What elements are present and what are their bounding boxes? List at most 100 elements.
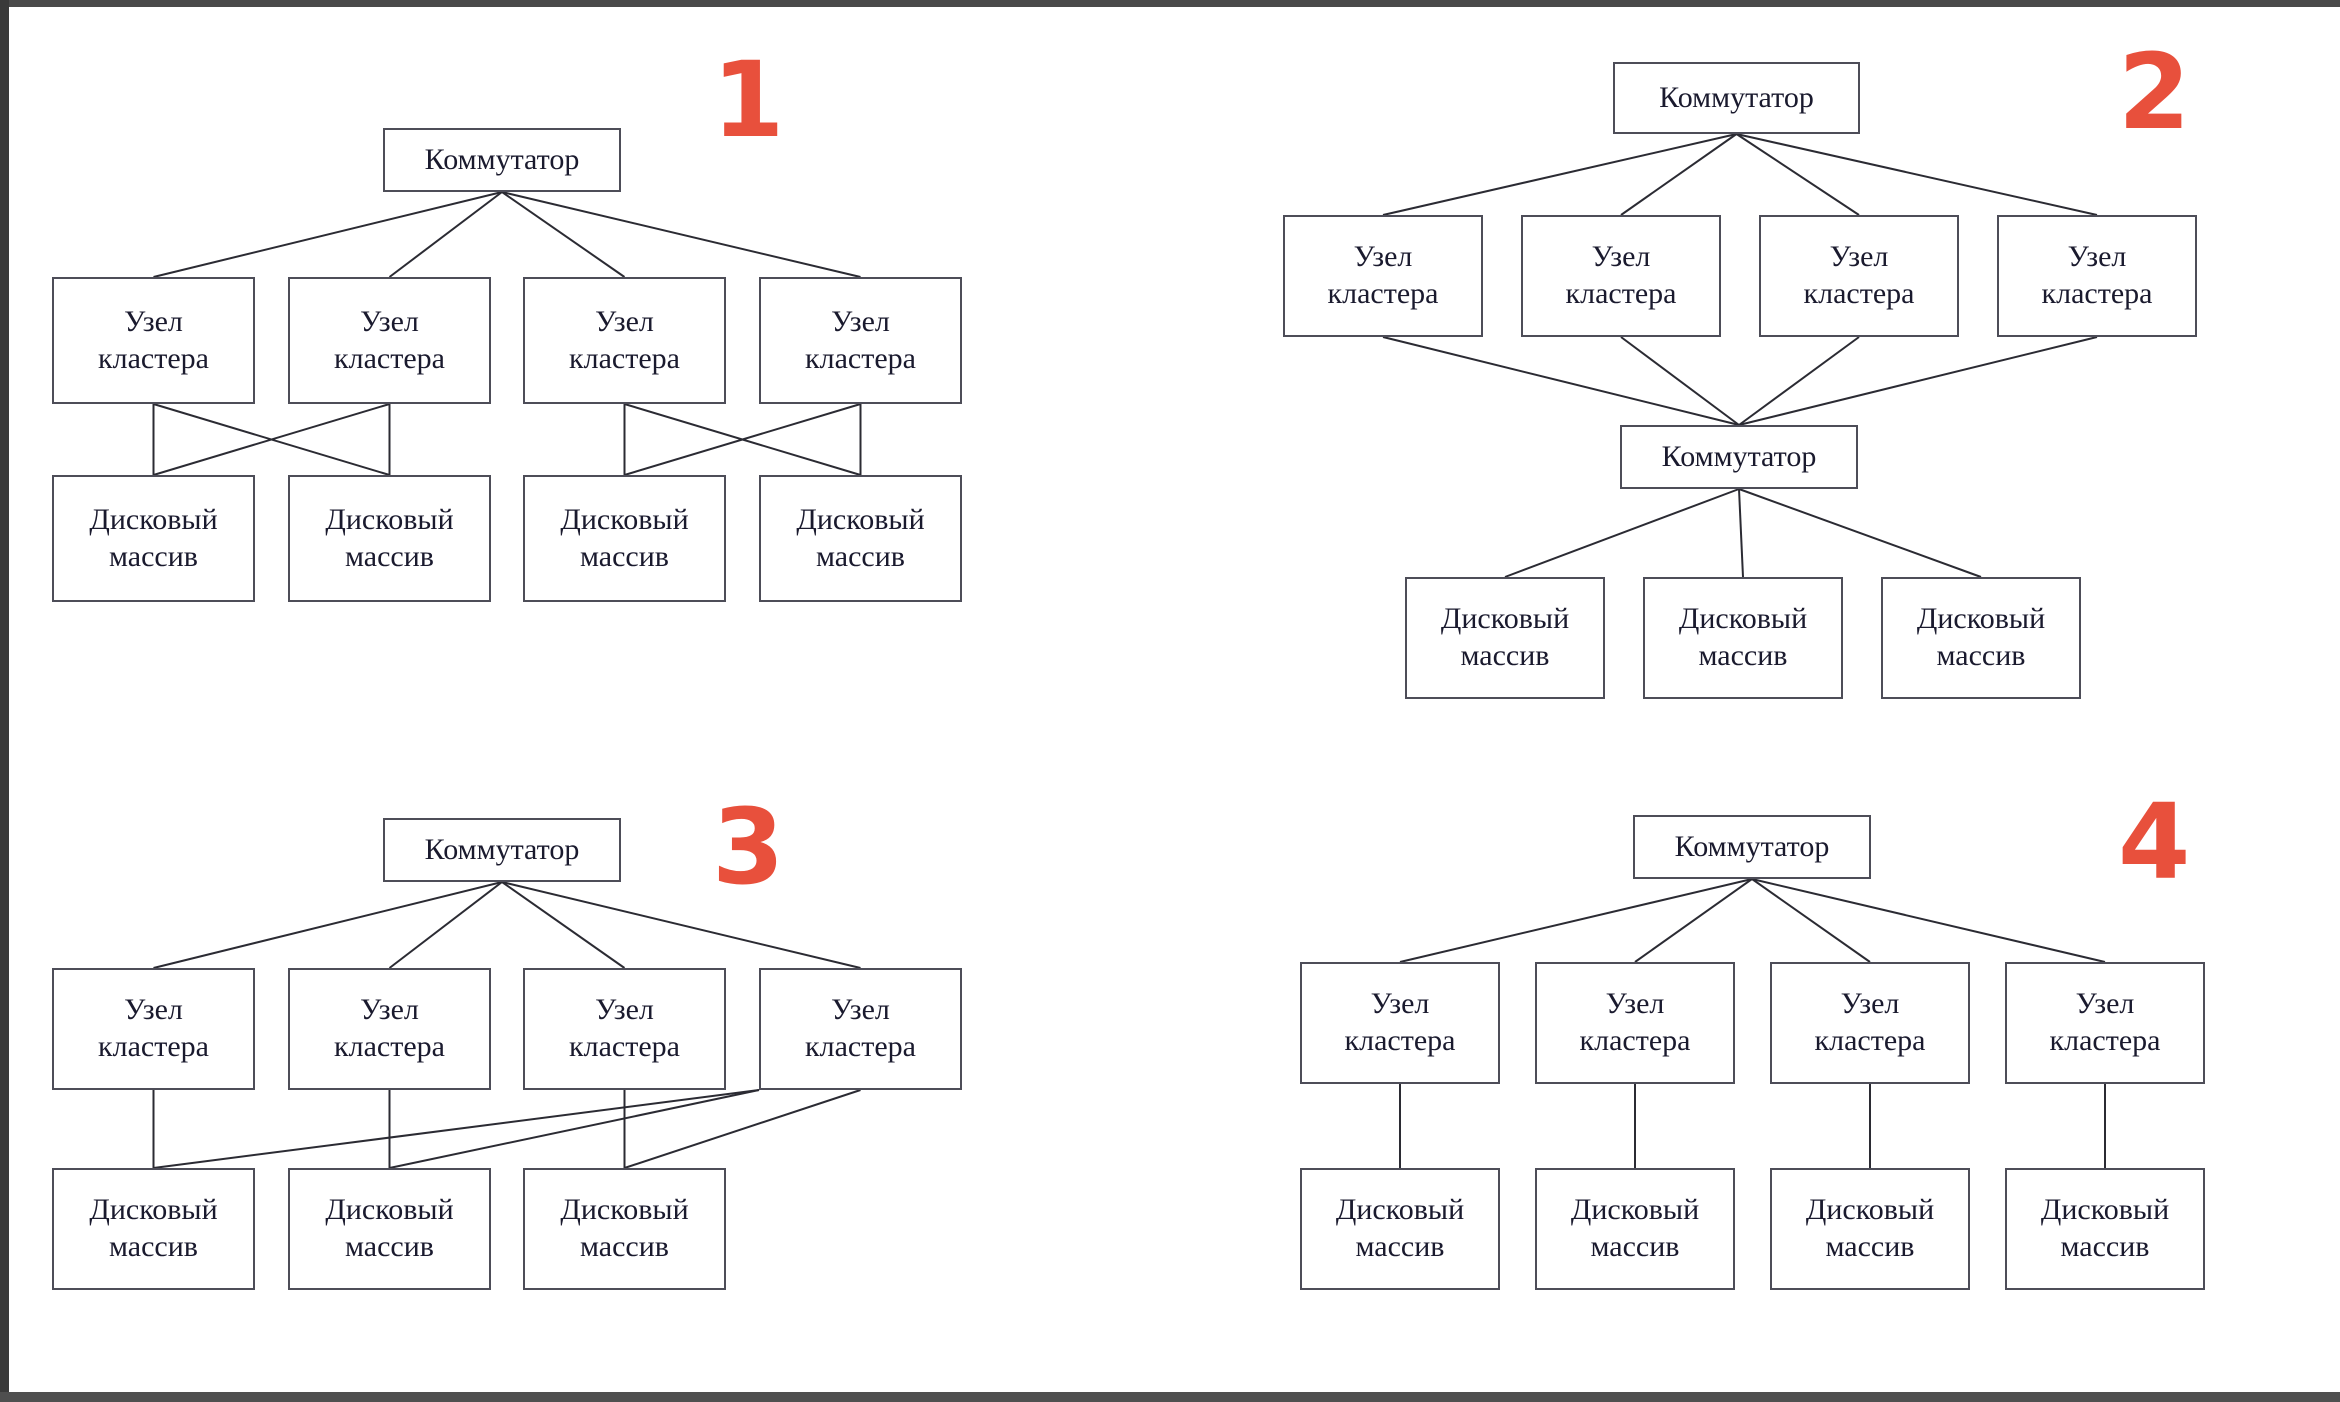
disk-array-box-label: массив	[1590, 1230, 1680, 1263]
disk-array-box-label: Дисковый	[1570, 1193, 1700, 1227]
cluster-node-box-label: кластера	[805, 341, 916, 375]
cluster-node-box-label: Узел	[1840, 987, 1900, 1021]
connector-line	[624, 1089, 861, 1169]
connector-line	[388, 881, 503, 969]
connector-line	[1382, 336, 1740, 426]
disk-array-box-label: массив	[1460, 639, 1550, 672]
connector-line	[1735, 133, 1860, 216]
page-edge-bottom	[0, 1392, 2340, 1402]
connector-line	[1738, 336, 2098, 426]
disk-array-box-label: Дисковый	[1440, 602, 1570, 636]
connector-line	[1382, 133, 1737, 216]
cluster-node-box-label: кластера	[334, 341, 445, 375]
connector-line	[1504, 488, 1740, 578]
cluster-node-box-label: Узел	[1591, 240, 1651, 274]
disk-array-box-label: Дисковый	[1805, 1193, 1935, 1227]
disk-array-box-label: массив	[816, 539, 905, 573]
connector-line	[1751, 878, 1871, 963]
cluster-node-box-label: кластера	[98, 341, 209, 375]
connector-line	[1634, 878, 1753, 963]
cluster-node-box-label: кластера	[569, 1030, 680, 1063]
disk-array-box-label: массив	[1355, 1230, 1445, 1263]
figure-number: 3	[712, 786, 785, 908]
page-edge-top	[0, 0, 2340, 7]
disk-array-box-label: массив	[1825, 1230, 1915, 1263]
cluster-node-box-label: кластера	[334, 1030, 445, 1063]
connector-line	[501, 191, 861, 278]
cluster-node-box-label: Узел	[1605, 987, 1665, 1021]
switch-box: Коммутатор	[1633, 815, 1871, 879]
disk-array-box-label: Дисковый	[89, 502, 218, 536]
connector-line	[501, 881, 626, 969]
cluster-node-box-label: Узел	[1370, 987, 1430, 1021]
cluster-node-box-label: Узел	[2075, 987, 2135, 1021]
cluster-node-box-label: кластера	[1803, 277, 1915, 310]
disk-array-box-label: Дисковый	[560, 502, 689, 536]
connector-line	[1751, 878, 2106, 963]
switch-box-label: Коммутатор	[424, 142, 580, 176]
disk-array-box-label: Дисковый	[1678, 602, 1808, 636]
disk-array-box-label: Дисковый	[325, 502, 454, 536]
switch-box-label: Коммутатор	[424, 832, 580, 866]
disk-array-box-label: Дисковый	[89, 1193, 218, 1227]
cluster-node-box-label: кластера	[805, 1030, 916, 1063]
switch-box: Коммутатор	[1620, 425, 1858, 489]
disk-array-box-label: массив	[109, 1230, 198, 1263]
connector-line	[501, 191, 626, 278]
disk-array-box-label: массив	[1936, 639, 2026, 672]
cluster-node-box-label: кластера	[1814, 1024, 1926, 1057]
connector-line	[389, 1089, 760, 1169]
cluster-node-box-label: Узел	[595, 993, 654, 1027]
connector-line	[624, 403, 861, 476]
disk-array-box-label: Дисковый	[2040, 1193, 2170, 1227]
cluster-node-box-label: Узел	[831, 304, 890, 338]
switch-box: Коммутатор	[383, 128, 621, 192]
cluster-node-box-label: Узел	[124, 993, 183, 1027]
cluster-node-box-label: кластера	[1344, 1024, 1456, 1057]
disk-array-box-label: массив	[109, 539, 198, 573]
cluster-node-box-label: Узел	[1829, 240, 1889, 274]
connector-line	[388, 191, 503, 278]
switch-box-label: Коммутатор	[1659, 80, 1814, 114]
disk-array-box-label: массив	[580, 539, 669, 573]
disk-array-box-label: массив	[345, 539, 434, 573]
figure-number: 4	[2118, 781, 2191, 903]
switch-box-label: Коммутатор	[1674, 829, 1830, 863]
connector-line	[1738, 336, 1860, 426]
connector-line	[1738, 488, 1744, 578]
switch-box: Коммутатор	[383, 818, 621, 882]
disk-array-box-label: Дисковый	[1335, 1193, 1465, 1227]
cluster-node-box-label: Узел	[360, 304, 419, 338]
figure-number: 1	[712, 39, 785, 161]
disk-array-box-label: Дисковый	[796, 502, 925, 536]
cluster-node-box-label: кластера	[2049, 1024, 2161, 1057]
switch-box-label: Коммутатор	[1661, 439, 1817, 473]
disk-array-box-label: Дисковый	[560, 1193, 689, 1227]
connector-line	[501, 881, 861, 969]
disk-array-box-label: Дисковый	[1916, 602, 2046, 636]
connector-line	[1620, 336, 1740, 426]
switch-box: Коммутатор	[1613, 62, 1860, 134]
